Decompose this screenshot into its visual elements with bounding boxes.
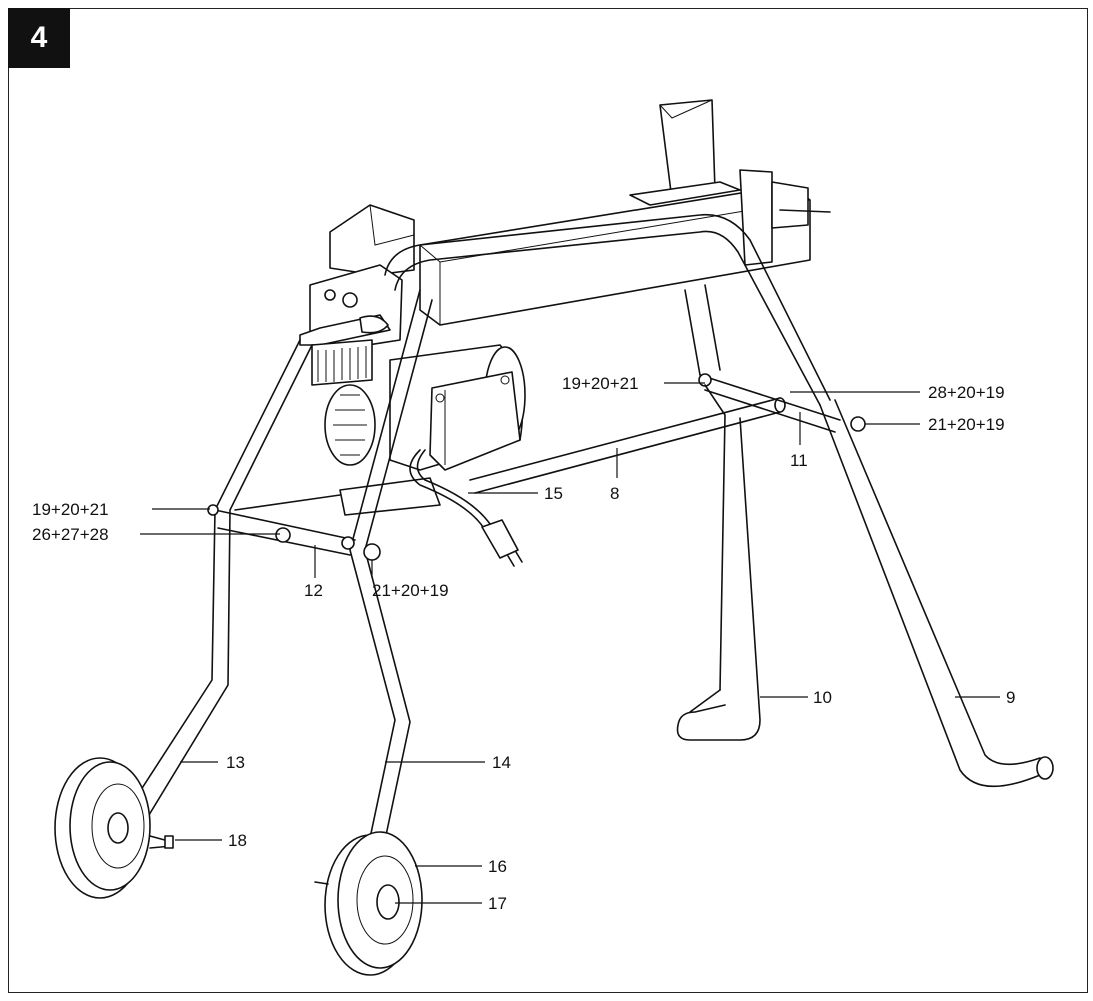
label-21-20-19-center: 21+20+19 bbox=[372, 581, 449, 600]
power-cable bbox=[409, 449, 523, 567]
label-26-27-28: 26+27+28 bbox=[32, 525, 109, 544]
wheel-right bbox=[314, 831, 423, 976]
splitter-beam bbox=[329, 99, 831, 326]
control-valve-block bbox=[299, 264, 403, 386]
label-28-20-19: 28+20+19 bbox=[928, 383, 1005, 402]
front-leg-13 bbox=[104, 339, 313, 851]
label-11: 11 bbox=[790, 451, 808, 470]
rear-tube-11 bbox=[684, 284, 866, 433]
label-19-20-21-right: 19+20+21 bbox=[562, 374, 639, 393]
label-21-20-19-right: 21+20+19 bbox=[928, 415, 1005, 434]
label-8: 8 bbox=[610, 484, 619, 503]
rear-leg-10 bbox=[676, 384, 761, 741]
label-15: 15 bbox=[544, 484, 563, 503]
label-16: 16 bbox=[488, 857, 507, 876]
electric-motor bbox=[324, 344, 526, 516]
front-leg-14 bbox=[349, 289, 433, 841]
top-frame-handle bbox=[384, 213, 831, 406]
label-13: 13 bbox=[226, 753, 245, 772]
label-18: 18 bbox=[228, 831, 247, 850]
figure-frame bbox=[8, 8, 1088, 993]
leader-lines bbox=[140, 382, 1000, 904]
label-12: 12 bbox=[304, 581, 323, 600]
cross-tube-12 bbox=[207, 494, 381, 561]
rear-leg-9 bbox=[819, 399, 1054, 788]
label-19-20-21-left: 19+20+21 bbox=[32, 500, 109, 519]
cross-tube-8 bbox=[469, 397, 786, 494]
label-10: 10 bbox=[813, 688, 832, 707]
part-labels: 19+20+21 26+27+28 12 21+20+19 15 8 19+20… bbox=[32, 374, 1015, 913]
wheel-left bbox=[54, 757, 174, 899]
figure-number-badge: 4 bbox=[8, 8, 70, 68]
label-9: 9 bbox=[1006, 688, 1015, 707]
label-14: 14 bbox=[492, 753, 511, 772]
label-17: 17 bbox=[488, 894, 507, 913]
